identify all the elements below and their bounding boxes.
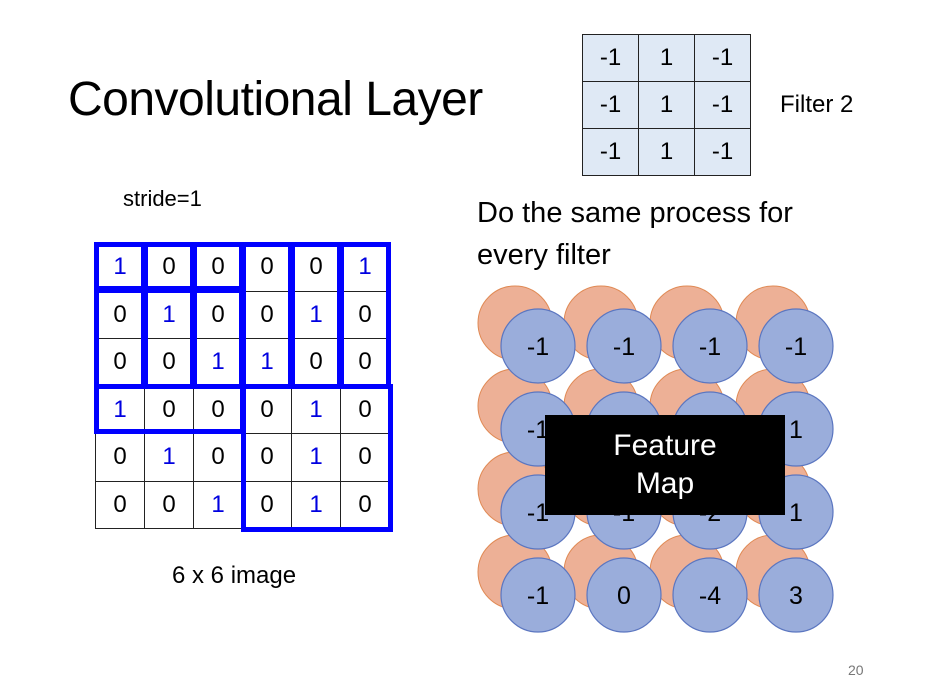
image-cell: 0 bbox=[144, 480, 194, 529]
filter-cell: -1 bbox=[694, 81, 751, 129]
filter2-output-circle bbox=[586, 557, 662, 633]
image-cell: 1 bbox=[193, 480, 243, 529]
feature-map-value-text: -1 bbox=[785, 333, 807, 361]
image-cell: 0 bbox=[144, 385, 194, 434]
filter-cell: -1 bbox=[694, 34, 751, 82]
filter-matrix: -1 1 -1 -1 1 -1 -1 1 -1 bbox=[582, 34, 751, 176]
image-cell: 1 bbox=[340, 243, 390, 292]
feature-map-value: -1 bbox=[500, 308, 576, 384]
filter-label: Filter 2 bbox=[780, 91, 854, 118]
image-cell: 0 bbox=[340, 290, 390, 339]
feature-map-value-text: -1 bbox=[527, 499, 549, 527]
image-cell: 0 bbox=[193, 290, 243, 339]
image-cell: 0 bbox=[242, 243, 292, 292]
feature-map-value: -4 bbox=[672, 557, 748, 633]
image-cell: 0 bbox=[242, 480, 292, 529]
feature-map-value: 3 bbox=[758, 557, 834, 633]
image-cell: 0 bbox=[95, 480, 145, 529]
filter-row: -1 1 -1 bbox=[582, 81, 751, 129]
feature-map-value: -1 bbox=[672, 308, 748, 384]
filter2-output-circle bbox=[500, 557, 576, 633]
image-cell: 1 bbox=[291, 480, 341, 529]
image-cell: 0 bbox=[291, 243, 341, 292]
feature-map-value-text: 0 bbox=[617, 582, 631, 610]
image-cell: 1 bbox=[291, 290, 341, 339]
filter-cell: -1 bbox=[582, 81, 639, 129]
filter2-output-circle bbox=[500, 308, 576, 384]
image-cell: 0 bbox=[193, 433, 243, 482]
filter-cell: -1 bbox=[582, 34, 639, 82]
filter-row: -1 1 -1 bbox=[582, 34, 751, 82]
image-cell: 0 bbox=[95, 433, 145, 482]
feature-map-value-text: -4 bbox=[699, 582, 721, 610]
image-cell: 1 bbox=[144, 433, 194, 482]
filter-cell: 1 bbox=[638, 34, 695, 82]
image-cell: 1 bbox=[144, 290, 194, 339]
feature-map-value: 0 bbox=[586, 557, 662, 633]
feature-map-value-text: 1 bbox=[789, 499, 803, 527]
filter-cell: 1 bbox=[638, 81, 695, 129]
slide-title: Convolutional Layer bbox=[68, 73, 483, 126]
filter-row: -1 1 -1 bbox=[582, 128, 751, 176]
feature-map-value-text: 3 bbox=[789, 582, 803, 610]
feature-map-value: -1 bbox=[500, 557, 576, 633]
filter2-output-circle bbox=[758, 557, 834, 633]
image-cell: 0 bbox=[340, 433, 390, 482]
filter2-output-circle bbox=[672, 557, 748, 633]
image-cell: 1 bbox=[291, 433, 341, 482]
image-cell: 0 bbox=[95, 290, 145, 339]
stride-label: stride=1 bbox=[123, 186, 202, 211]
instruction-line: Do the same process for bbox=[477, 197, 793, 229]
image-cell: 0 bbox=[242, 385, 292, 434]
feature-map-value-text: -1 bbox=[527, 582, 549, 610]
image-cell: 0 bbox=[242, 290, 292, 339]
image-cell: 0 bbox=[144, 338, 194, 387]
feature-map-value-text: -1 bbox=[527, 416, 549, 444]
image-cell: 1 bbox=[193, 338, 243, 387]
filter-cell: -1 bbox=[582, 128, 639, 176]
image-caption: 6 x 6 image bbox=[172, 562, 297, 589]
filter-cell: -1 bbox=[694, 128, 751, 176]
image-cell: 1 bbox=[95, 243, 145, 292]
image-cell: 0 bbox=[340, 480, 390, 529]
image-cell: 0 bbox=[193, 385, 243, 434]
filter2-output-circle bbox=[758, 308, 834, 384]
feature-map-label-line: Feature bbox=[613, 429, 717, 462]
image-cell: 0 bbox=[242, 433, 292, 482]
feature-map-value-text: -1 bbox=[699, 333, 721, 361]
image-cell: 0 bbox=[340, 338, 390, 387]
image-cell: 0 bbox=[340, 385, 390, 434]
image-cell: 0 bbox=[95, 338, 145, 387]
instruction-text: Do the same process for every filter bbox=[477, 192, 877, 276]
feature-map-label-line: Map bbox=[635, 467, 695, 500]
feature-map-value-text: -1 bbox=[527, 333, 549, 361]
filter-cell: 1 bbox=[638, 128, 695, 176]
image-cell: 1 bbox=[291, 385, 341, 434]
image-cell: 1 bbox=[242, 338, 292, 387]
instruction-line: every filter bbox=[477, 239, 611, 271]
feature-map-value-text: -1 bbox=[613, 333, 635, 361]
feature-map-value: -1 bbox=[586, 308, 662, 384]
feature-map-value: -1 bbox=[758, 308, 834, 384]
image-cell: 0 bbox=[291, 338, 341, 387]
feature-map-label-box: Feature Map bbox=[545, 415, 785, 515]
filter2-output-circle bbox=[672, 308, 748, 384]
page-number: 20 bbox=[848, 662, 864, 678]
image-cell: 1 bbox=[95, 385, 145, 434]
feature-map-value-text: 1 bbox=[789, 416, 803, 444]
image-cell: 0 bbox=[193, 243, 243, 292]
filter2-output-circle bbox=[586, 308, 662, 384]
image-cell: 0 bbox=[144, 243, 194, 292]
